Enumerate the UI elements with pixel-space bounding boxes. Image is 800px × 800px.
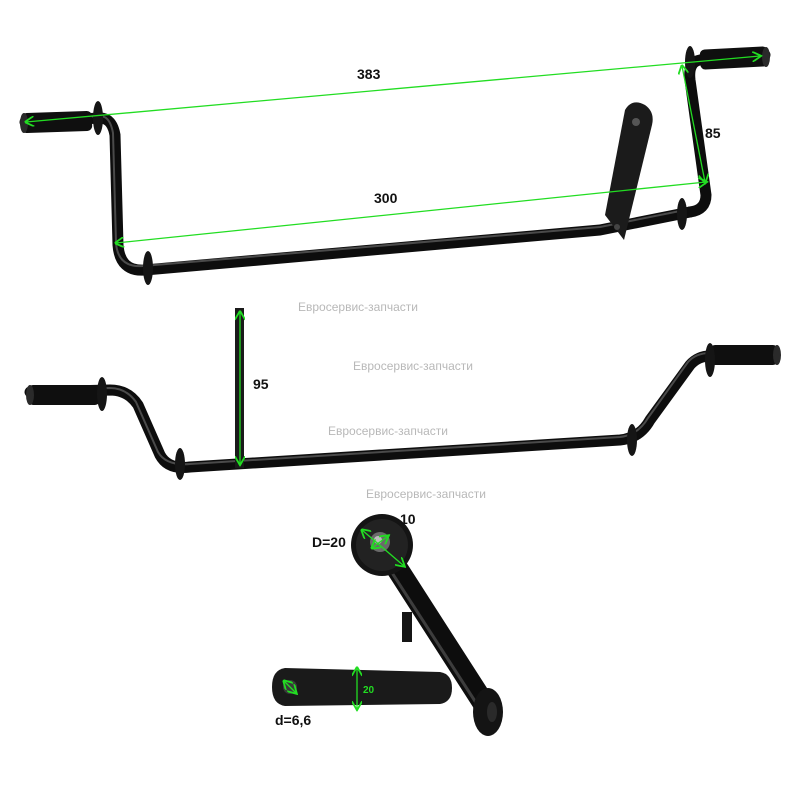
- dim-line-383: [26, 56, 760, 122]
- top-bar-part: [19, 46, 771, 285]
- dim-label-300: 300: [374, 190, 398, 206]
- dim-label-10: 10: [400, 511, 416, 527]
- dim-label-85: 85: [705, 125, 721, 141]
- dim-label-hole: d=6,6: [275, 712, 311, 728]
- dim-line-85: [682, 66, 705, 182]
- dim-label-plate-20: 20: [363, 685, 375, 696]
- watermark-text: Евросервис-запчасти: [353, 359, 473, 373]
- watermark-text: Евросервис-запчасти: [366, 487, 486, 501]
- watermark-text: Евросервис-запчасти: [328, 424, 448, 438]
- middle-bar-part: [24, 308, 781, 480]
- dimension-lines: [26, 56, 760, 709]
- dim-line-10: [372, 536, 388, 548]
- dim-label-383: 383: [357, 66, 381, 82]
- dim-line-300: [116, 182, 706, 243]
- dim-line-hole: [284, 681, 296, 693]
- bottom-arm-part: [272, 514, 503, 736]
- dim-label-d20: D=20: [312, 534, 346, 550]
- dim-label-95: 95: [253, 376, 269, 392]
- watermark-text: Евросервис-запчасти: [298, 300, 418, 314]
